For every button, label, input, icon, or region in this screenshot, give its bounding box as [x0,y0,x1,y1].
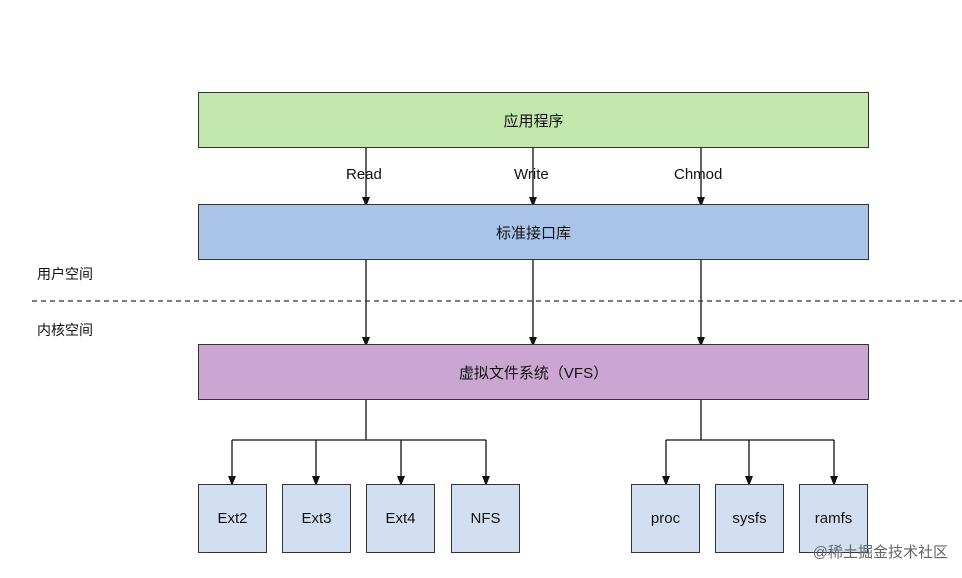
fs-box-sysfs: sysfs [715,484,784,553]
fs-box-ramfs: ramfs [799,484,868,553]
std-library-label: 标准接口库 [495,224,571,242]
fs-box-proc: proc [631,484,700,553]
fs-label: ramfs [814,510,853,527]
call-label-chmod: Chmod [674,166,723,183]
fs-label: sysfs [732,510,767,527]
fs-box-nfs: NFS [451,484,520,553]
source-watermark: @稀土掘金技术社区 [812,544,948,561]
call-label-read: Read [346,166,382,183]
fs-box-ext3: Ext3 [282,484,351,553]
fs-box-ext2: Ext2 [198,484,267,553]
application-label: 应用程序 [503,112,564,130]
fs-label: NFS [470,510,501,527]
fs-box-ext4: Ext4 [366,484,435,553]
kernel-space-label: 内核空间 [37,322,93,338]
fs-label: Ext4 [385,510,416,527]
vfs-label: 虚拟文件系统（VFS） [458,364,609,382]
vfs-box: 虚拟文件系统（VFS） [198,344,869,400]
user-space-label: 用户空间 [37,266,93,282]
call-label-write: Write [514,166,549,183]
std-library-box: 标准接口库 [198,204,869,260]
fs-label: Ext3 [301,510,332,527]
fs-label: Ext2 [217,510,248,527]
application-box: 应用程序 [198,92,869,148]
fs-label: proc [650,510,681,527]
